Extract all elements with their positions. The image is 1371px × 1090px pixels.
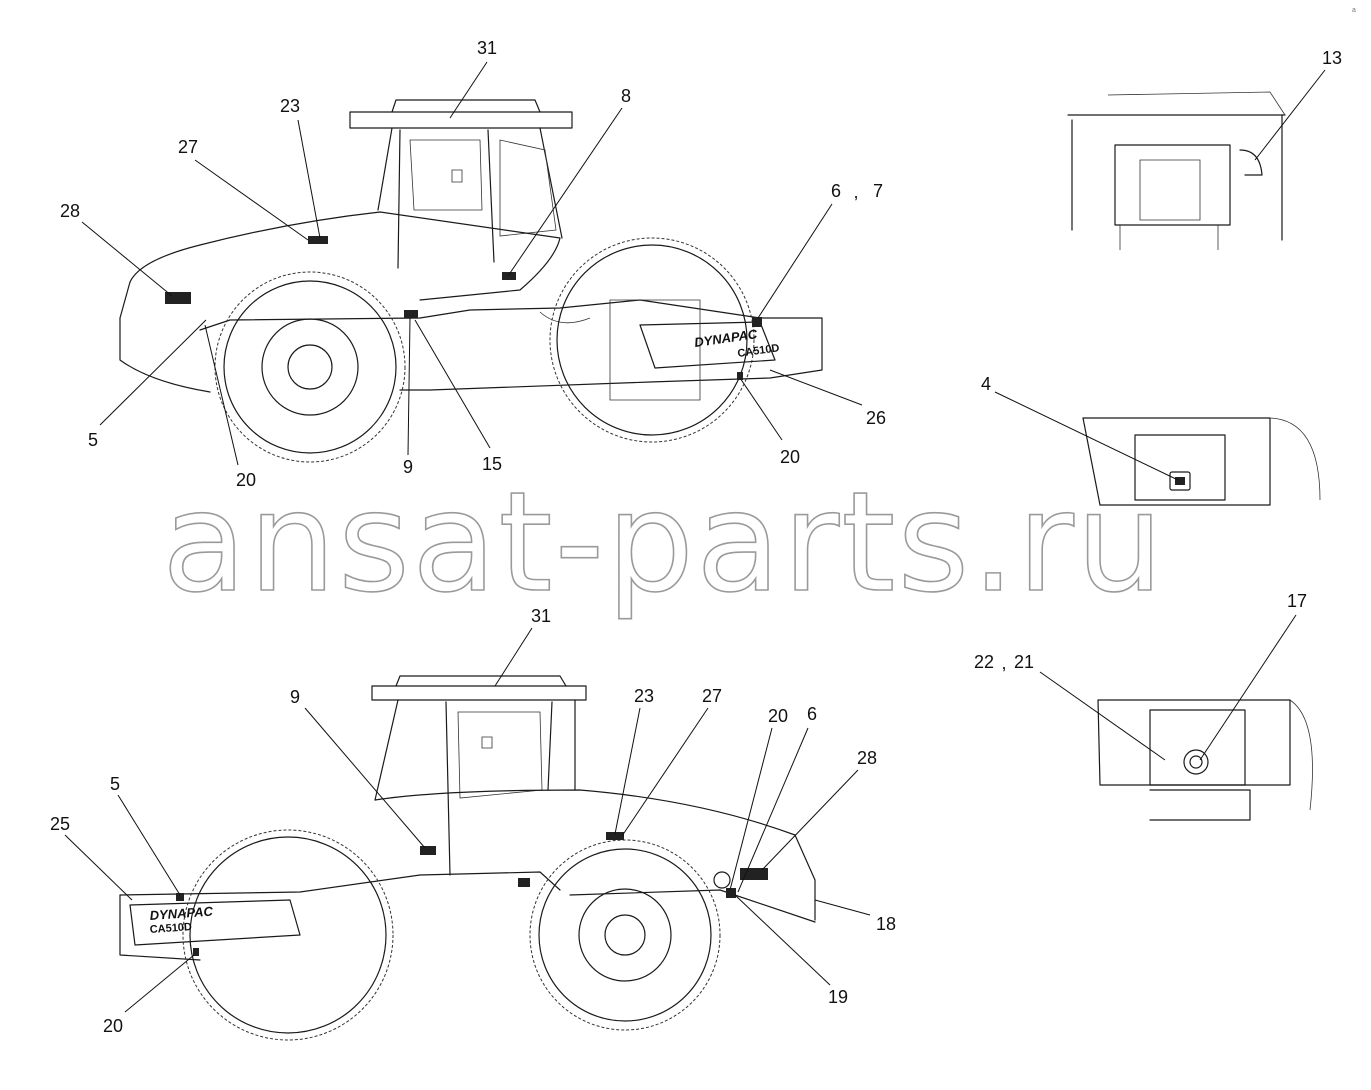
callout-numbers: 31 23 27 28 8 6 , 7 5 20 9 15 20 26 13 4… <box>50 38 1342 1036</box>
callout-21: 21 <box>1014 652 1034 672</box>
callout-bottom-9: 9 <box>290 687 300 707</box>
callout-top-31: 31 <box>477 38 497 58</box>
callout-bottom-31: 31 <box>531 606 551 626</box>
callout-top-26: 26 <box>866 408 886 428</box>
detail-view-17-22-21 <box>1097 699 1313 821</box>
callout-top-23: 23 <box>280 96 300 116</box>
callout-bottom-28: 28 <box>857 748 877 768</box>
callout-top-28: 28 <box>60 201 80 221</box>
callout-bottom-20-bottom: 20 <box>103 1016 123 1036</box>
callout-top-7: 7 <box>873 181 883 201</box>
model-label-bottom: CA510D <box>149 921 192 936</box>
callout-top-15: 15 <box>482 454 502 474</box>
callout-bottom-19: 19 <box>828 987 848 1007</box>
callout-top-9: 9 <box>403 457 413 477</box>
callout-top-20-left: 20 <box>236 470 256 490</box>
callout-bottom-6: 6 <box>807 704 817 724</box>
callout-top-27: 27 <box>178 137 198 157</box>
callout-bottom-23: 23 <box>634 686 654 706</box>
callout-bottom-25: 25 <box>50 814 70 834</box>
watermark-text: ansat-parts.ru <box>162 462 1165 623</box>
roller-right-side-view: DYNAPAC CA510D <box>119 675 816 1041</box>
brand-label-bottom: DYNAPAC <box>149 904 214 923</box>
corner-mark: a <box>1352 7 1356 14</box>
callout-22: 22 <box>974 652 994 672</box>
callout-13: 13 <box>1322 48 1342 68</box>
callout-bottom-27: 27 <box>702 686 722 706</box>
callout-17: 17 <box>1287 591 1307 611</box>
callout-comma-22-21: , <box>1001 653 1006 673</box>
roller-left-side-view: DYNAPAC CA510D <box>119 99 823 463</box>
model-label-top: CA510D <box>737 342 780 360</box>
callout-top-comma: , <box>853 182 858 202</box>
detail-view-4 <box>1082 417 1321 506</box>
callout-top-20-right: 20 <box>780 447 800 467</box>
callout-top-8: 8 <box>621 86 631 106</box>
callout-top-5: 5 <box>88 430 98 450</box>
callout-4: 4 <box>981 374 991 394</box>
callout-bottom-5: 5 <box>110 774 120 794</box>
detail-view-13 <box>1067 91 1286 250</box>
callout-bottom-20-top: 20 <box>768 706 788 726</box>
callout-bottom-18: 18 <box>876 914 896 934</box>
leader-lines <box>64 61 1326 1013</box>
callout-top-6: 6 <box>831 181 841 201</box>
